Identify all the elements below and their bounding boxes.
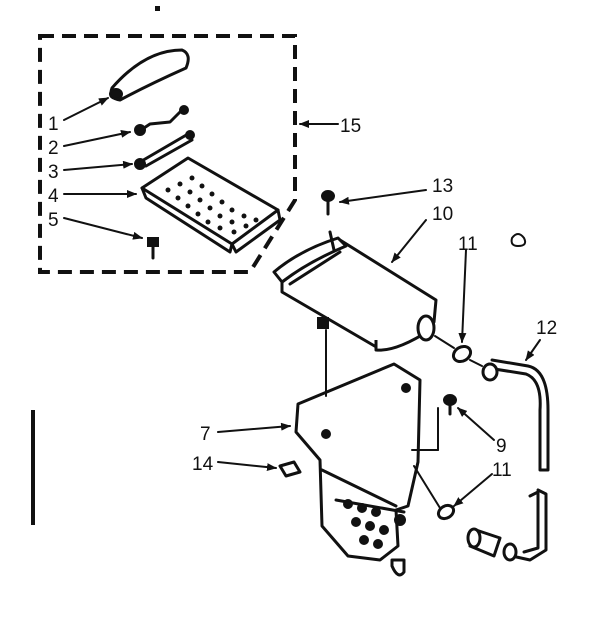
part-7-inlet-assembly <box>294 362 422 577</box>
stray-glyph <box>510 233 527 247</box>
part-13-screw <box>321 190 335 216</box>
leader-14 <box>217 461 277 472</box>
leader-1 <box>63 97 109 121</box>
part-2-clip <box>134 105 189 136</box>
part-10-housing <box>272 230 438 352</box>
kit-15-dashed-outline <box>38 34 297 274</box>
leader-13 <box>339 189 427 205</box>
leader-7 <box>217 422 291 433</box>
part-1-cover <box>109 48 190 102</box>
callout-14: 14 <box>192 454 214 475</box>
leader-3 <box>63 160 133 171</box>
lower-hose-stub <box>466 527 502 558</box>
part-4-tray <box>140 156 282 254</box>
callout-1: 1 <box>48 114 59 135</box>
callout-3: 3 <box>48 162 59 183</box>
callout-11-upper: 11 <box>458 234 478 255</box>
callout-2: 2 <box>48 138 59 159</box>
leader-lines <box>63 97 541 507</box>
callout-11-lower: 11 <box>492 460 512 481</box>
part-11-gasket-lower <box>436 503 456 521</box>
leader-11-lower <box>453 473 493 507</box>
part-11-gasket-upper <box>451 344 473 364</box>
callout-labels: 1 2 3 4 5 15 13 10 11 12 7 14 9 11 <box>48 114 557 481</box>
callout-10: 10 <box>432 204 453 225</box>
part-12-hose <box>481 358 550 562</box>
alignment-lines <box>325 329 483 509</box>
stray-mark-top <box>155 6 160 11</box>
leader-11-upper <box>458 249 467 343</box>
leader-10 <box>391 219 427 263</box>
leader-9 <box>457 407 495 441</box>
callout-9: 9 <box>496 436 507 457</box>
part-9-screw <box>443 394 457 416</box>
callout-7: 7 <box>200 424 211 445</box>
part-14-clip <box>278 460 302 478</box>
part-5-screw <box>147 237 159 260</box>
callout-15: 15 <box>340 116 361 137</box>
callout-5: 5 <box>48 210 59 231</box>
part-3-strap <box>134 130 195 170</box>
leader-2 <box>63 129 131 147</box>
leader-12 <box>525 339 541 361</box>
callout-12: 12 <box>536 318 557 339</box>
callout-4: 4 <box>48 186 59 207</box>
leader-5 <box>63 217 143 240</box>
callout-13: 13 <box>432 176 453 197</box>
